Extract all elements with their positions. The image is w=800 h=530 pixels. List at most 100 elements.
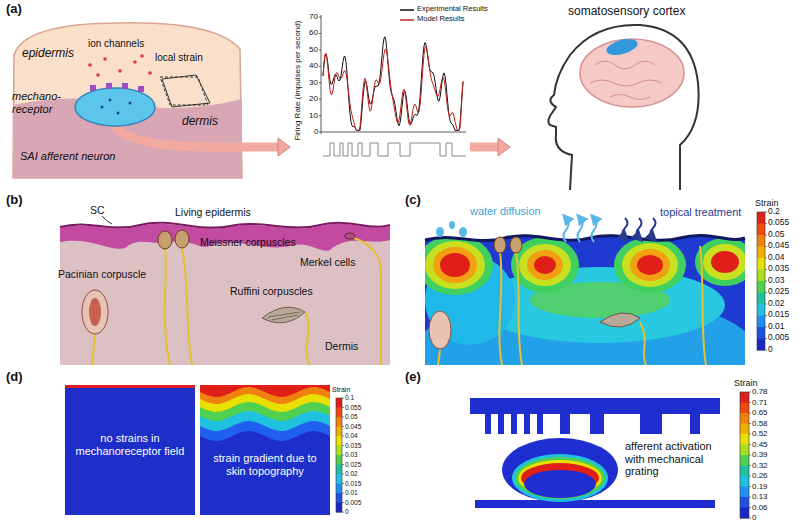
art-path — [268, 312, 300, 320]
art-path — [548, 25, 698, 190]
art-circle — [118, 69, 122, 73]
art-ellipse — [459, 227, 467, 237]
label: 50 — [309, 45, 318, 54]
art-rect — [524, 414, 530, 434]
label: SC — [90, 204, 105, 216]
label: 0.78 — [752, 387, 768, 396]
art-line — [749, 507, 751, 508]
label: 40 — [309, 61, 318, 70]
art-circle — [101, 106, 104, 109]
art-rect — [740, 445, 749, 456]
label: 0.45 — [752, 440, 768, 449]
art-line — [765, 281, 767, 282]
legend-text: Model Results — [417, 15, 465, 24]
strain-band — [200, 385, 330, 397]
label: (b) — [6, 193, 23, 208]
art-ellipse — [605, 36, 640, 58]
art-rect — [336, 484, 342, 494]
art-ellipse — [158, 231, 172, 249]
art-line — [319, 132, 321, 133]
art-line — [319, 17, 321, 18]
label: 0.02 — [768, 299, 785, 309]
art-rect — [65, 385, 195, 388]
label: (e) — [405, 370, 421, 385]
label: 0.05 — [345, 413, 358, 420]
art-path — [262, 307, 305, 323]
art-line — [765, 327, 767, 328]
art-line — [749, 423, 751, 424]
label: water diffusion — [470, 205, 541, 218]
art-line — [749, 465, 751, 466]
axis-title: Firing Rate (impulses per second) — [293, 20, 302, 140]
label: 0 — [314, 127, 318, 136]
label: 0.03 — [768, 276, 785, 286]
flow-arrow — [470, 138, 510, 156]
label: Meissner corpuscles — [200, 236, 296, 248]
art-ellipse — [440, 253, 470, 277]
art-path — [590, 61, 662, 100]
label: 0.58 — [752, 419, 768, 428]
colorbar — [740, 392, 751, 519]
art-ellipse — [436, 227, 444, 237]
art-rect — [740, 476, 749, 487]
art-line — [765, 269, 767, 270]
art-rect — [336, 436, 342, 446]
art-path — [592, 218, 597, 242]
label: 60 — [309, 28, 318, 37]
art-rect — [690, 414, 700, 434]
art-rect — [740, 434, 749, 445]
art-path — [102, 216, 112, 224]
node-label: dermis — [182, 115, 218, 129]
label: 0.055 — [345, 404, 361, 411]
art-ellipse — [449, 221, 455, 229]
art-ellipse — [345, 233, 355, 239]
label: 10 — [309, 111, 318, 120]
art-rect — [336, 503, 342, 513]
label: 0.045 — [345, 423, 361, 430]
art-line — [319, 66, 321, 67]
art-ellipse — [425, 241, 485, 289]
label: topical treatment — [660, 206, 741, 219]
art-path — [305, 312, 310, 365]
label: 0.035 — [345, 442, 361, 449]
art-rect — [757, 224, 765, 236]
art-line — [319, 49, 321, 50]
art-line — [765, 235, 767, 236]
art-path — [516, 252, 522, 365]
brain-head-art — [510, 5, 720, 190]
label: 0.32 — [752, 461, 768, 470]
strain-band — [200, 385, 330, 404]
art-rect — [757, 339, 765, 351]
art-path — [165, 249, 170, 365]
art-circle — [140, 54, 144, 58]
art-line — [749, 434, 751, 435]
art-ellipse — [75, 88, 155, 126]
art-rect — [336, 493, 342, 503]
label: afferent activation with mechanical grat… — [625, 440, 730, 478]
art-ellipse — [703, 244, 747, 280]
art-line — [342, 436, 344, 437]
art-path — [60, 223, 390, 228]
art-ellipse — [614, 237, 686, 293]
label: local strain — [155, 52, 203, 64]
art-rect — [336, 465, 342, 475]
art-polygon — [498, 138, 510, 156]
treatment-arrows — [623, 218, 656, 238]
art-path — [438, 350, 440, 365]
label: mechano- receptor — [12, 90, 68, 115]
art-ellipse — [175, 230, 189, 248]
art-ellipse — [502, 438, 618, 502]
art-polygon — [160, 77, 208, 105]
art-line — [765, 304, 767, 305]
art-rect — [740, 487, 749, 498]
label: 0.2 — [768, 207, 780, 217]
strain-band — [200, 385, 330, 421]
label: (a) — [6, 2, 22, 17]
art-path — [651, 218, 656, 238]
art-circle — [129, 102, 132, 105]
label: (d) — [6, 370, 23, 385]
art-path — [637, 218, 642, 238]
strain-contour — [415, 225, 755, 405]
art-rect — [498, 414, 504, 434]
art-rect — [740, 403, 749, 414]
